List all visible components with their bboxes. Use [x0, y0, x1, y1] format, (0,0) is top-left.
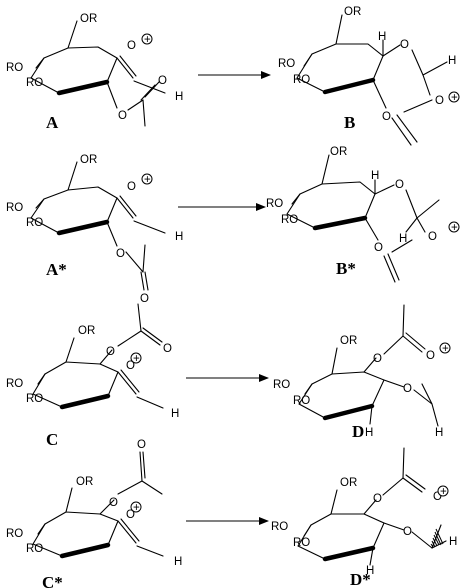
atom-OR: OR [340, 477, 357, 489]
atom-OR: OR [76, 476, 93, 488]
label-B: B [344, 113, 355, 132]
atom-RO: RO [6, 202, 23, 214]
atom-O: O [158, 75, 167, 87]
atom-H: H [378, 31, 386, 43]
charge-plus: + [451, 222, 458, 234]
atom-O: O [373, 493, 382, 505]
structure-C-star: OR RO RO O O O + H C* [6, 439, 182, 588]
atom-O: O [137, 439, 146, 451]
atom-O: O [127, 40, 136, 52]
positive-charge-icon [141, 173, 153, 185]
atom-OR: OR [340, 335, 357, 347]
atom-O: O [403, 383, 412, 395]
atom-O: O [127, 181, 136, 193]
atom-RO: RO [278, 58, 295, 70]
atom-H: H [365, 427, 373, 439]
label-A: A [46, 113, 59, 132]
atom-O: O [382, 111, 391, 123]
atom-RO: RO [6, 378, 23, 390]
structure-A-star: OR RO RO O + H O O A* [6, 154, 183, 305]
positive-charge-icon [439, 342, 451, 354]
atom-O: O [126, 360, 135, 372]
atom-RO: RO [6, 62, 23, 74]
atom-RO: RO [293, 537, 310, 549]
atom-RO: RO [273, 379, 290, 391]
structure-B-star: OR RO RO H O O H O + B* [266, 146, 460, 283]
charge-plus: + [133, 353, 140, 365]
positive-charge-icon [130, 501, 142, 513]
charge-plus: + [133, 502, 140, 514]
atom-OR: OR [344, 6, 361, 18]
atom-O: O [116, 248, 125, 260]
atom-RO: RO [26, 543, 43, 555]
atom-H: H [371, 170, 379, 182]
positive-charge-icon [448, 91, 460, 103]
structure-B: OR RO RO H O H O O + B [278, 6, 460, 146]
label-C-star: C* [42, 573, 63, 588]
atom-RO: RO [293, 74, 310, 86]
atom-RO: RO [26, 217, 43, 229]
atom-O: O [140, 293, 149, 305]
atom-H: H [171, 408, 179, 420]
atom-O: O [428, 231, 437, 243]
atom-RO: RO [271, 521, 288, 533]
charge-plus: + [451, 92, 458, 104]
positive-charge-icon [448, 221, 460, 233]
atom-OR: OR [80, 154, 97, 166]
atom-O: O [163, 343, 172, 355]
positive-charge-icon [141, 33, 153, 45]
atom-H: H [449, 536, 457, 548]
atom-RO: RO [293, 395, 310, 407]
structure-D: OR RO RO O O O + H H D [273, 304, 451, 441]
label-A-star: A* [46, 260, 67, 279]
atom-H: H [399, 233, 407, 245]
charge-plus: + [440, 486, 447, 498]
atom-RO: RO [6, 528, 23, 540]
atom-O: O [126, 509, 135, 521]
atom-H: H [435, 427, 443, 439]
label-D-star: D* [350, 570, 371, 588]
atom-O: O [118, 110, 127, 122]
charge-plus: + [144, 34, 151, 46]
atom-O: O [426, 350, 435, 362]
atom-O: O [395, 179, 404, 191]
positive-charge-icon [437, 485, 449, 497]
atom-O: O [435, 95, 444, 107]
atom-OR: OR [78, 325, 95, 337]
structure-A: OR RO RO O + H O O A [6, 13, 183, 132]
atom-OR: OR [330, 146, 347, 158]
structure-D-star: OR RO RO O O O + H H D* [271, 447, 457, 588]
atom-O: O [400, 39, 409, 51]
label-C: C [46, 430, 58, 449]
charge-plus: + [144, 174, 151, 186]
label-B-star: B* [336, 259, 356, 278]
atom-O: O [403, 526, 412, 538]
atom-H: H [174, 556, 182, 568]
atom-O: O [374, 242, 383, 254]
atom-OR: OR [80, 13, 97, 25]
atom-H: H [175, 91, 183, 103]
atom-O: O [373, 353, 382, 365]
structure-C: OR RO RO O O O + H C [6, 303, 179, 449]
atom-H: H [366, 565, 374, 577]
atom-RO: RO [26, 393, 43, 405]
atom-H: H [448, 55, 456, 67]
atom-O: O [106, 346, 115, 358]
charge-plus: + [442, 343, 449, 355]
atom-O: O [433, 491, 442, 503]
label-D: D [352, 422, 364, 441]
atom-O: O [109, 497, 118, 509]
positive-charge-icon [130, 352, 142, 364]
atom-H: H [175, 231, 183, 243]
atom-RO: RO [266, 198, 283, 210]
atom-RO: RO [281, 214, 298, 226]
atom-RO: RO [26, 77, 43, 89]
